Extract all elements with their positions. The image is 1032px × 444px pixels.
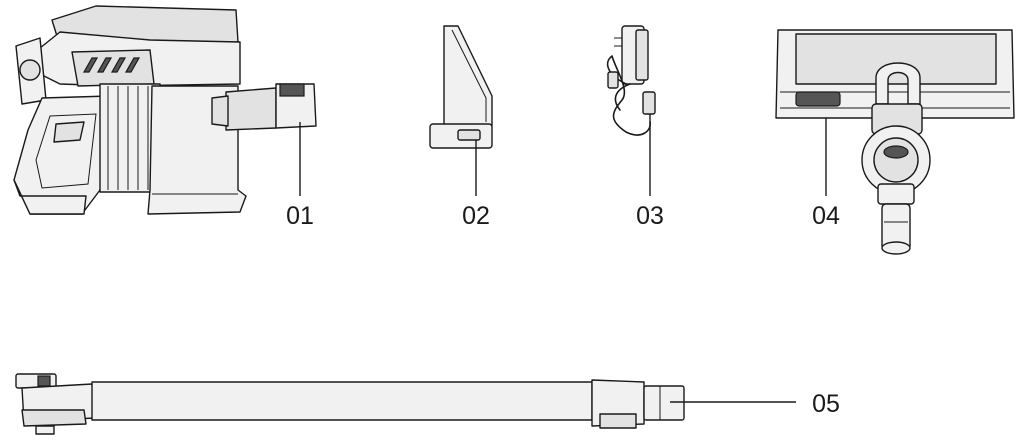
part-number-04: 04: [812, 202, 840, 230]
charger-adapter-icon: [606, 25, 656, 136]
part-number-05: 05: [812, 390, 840, 418]
handheld-vacuum-body-icon: [13, 5, 317, 215]
part-number-03: 03: [636, 202, 664, 230]
wall-bracket-icon: [429, 25, 493, 149]
floor-brush-head-icon: [775, 29, 1015, 255]
extension-tube-icon: [15, 373, 685, 435]
part-number-01: 01: [286, 202, 314, 230]
part-number-02: 02: [462, 202, 490, 230]
